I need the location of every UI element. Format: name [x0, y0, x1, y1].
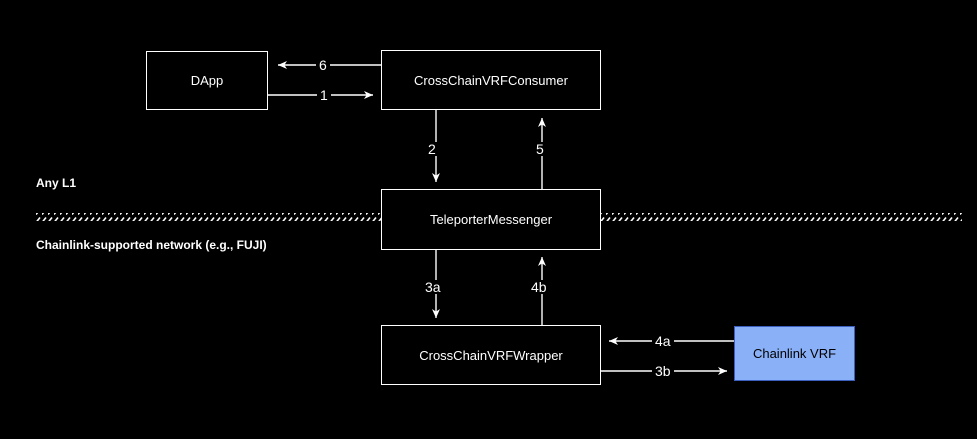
- node-teleportermessenger[interactable]: TeleporterMessenger: [381, 189, 601, 250]
- zone-label-chainlink-network: Chainlink-supported network (e.g., FUJI): [36, 238, 267, 252]
- edge-label-1-text: 1: [320, 87, 328, 103]
- zone-label-any-l1-text: Any L1: [36, 176, 77, 190]
- edge-label-3a-text: 3a: [425, 279, 441, 295]
- edge-label-1: 1: [317, 88, 331, 102]
- zone-label-chainlink-network-text: Chainlink-supported network (e.g., FUJI): [36, 238, 267, 252]
- edge-label-2: 2: [425, 142, 439, 156]
- node-dapp-label: DApp: [190, 73, 224, 88]
- zone-label-any-l1: Any L1: [36, 176, 76, 190]
- node-crosschainvrfwrapper-label: CrossChainVRFWrapper: [419, 347, 563, 363]
- node-teleportermessenger-label: TeleporterMessenger: [429, 212, 553, 227]
- edge-label-2-text: 2: [428, 141, 436, 157]
- node-chainlink-vrf-label: Chainlink VRF: [752, 346, 837, 361]
- edge-label-4b: 4b: [528, 280, 550, 294]
- node-crosschainvrfconsumer[interactable]: CrossChainVRFConsumer: [381, 50, 601, 110]
- node-dapp[interactable]: DApp: [146, 51, 268, 110]
- node-crosschainvrfwrapper[interactable]: CrossChainVRFWrapper: [381, 325, 601, 385]
- node-chainlink-vrf[interactable]: Chainlink VRF: [734, 326, 855, 381]
- edge-label-3a: 3a: [422, 280, 444, 294]
- edge-label-3b-text: 3b: [655, 363, 671, 379]
- edge-label-4a-text: 4a: [655, 333, 671, 349]
- edge-label-4a: 4a: [652, 334, 674, 348]
- edge-label-3b: 3b: [652, 364, 674, 378]
- edge-label-5-text: 5: [536, 141, 544, 157]
- edge-label-6: 6: [316, 58, 330, 72]
- edge-label-4b-text: 4b: [531, 279, 547, 295]
- node-crosschainvrfconsumer-label: CrossChainVRFConsumer: [414, 72, 568, 88]
- edge-label-6-text: 6: [319, 57, 327, 73]
- edge-label-5: 5: [533, 142, 547, 156]
